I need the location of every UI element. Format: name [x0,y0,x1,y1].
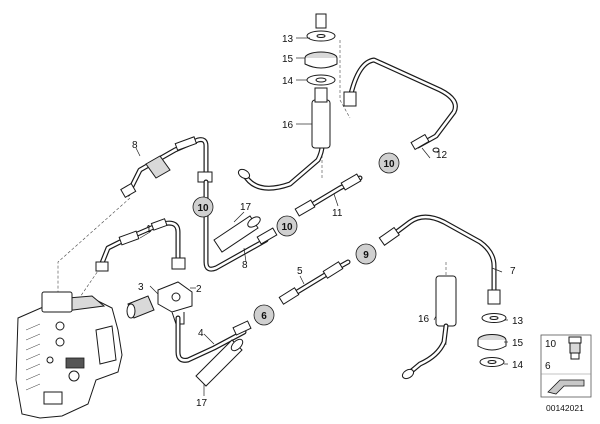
distributor-fitting-2 [157,281,193,325]
diagram-reference-number: 00142021 [546,403,584,413]
callout-5: 5 [297,266,303,277]
callout-13-upper: 13 [282,34,294,45]
svg-text:10: 10 [281,222,293,233]
brake-line-11 [294,173,363,217]
callout-7: 7 [510,266,516,277]
abs-hydraulic-unit [15,291,123,419]
svg-text:9: 9 [363,250,369,261]
svg-text:10: 10 [383,159,395,170]
callout-13-lower: 13 [512,316,524,327]
circled-callout-9: 9 [355,243,377,265]
legend-box: 10 6 [540,334,592,398]
brake-line-7 [378,214,501,305]
callout-1: 1 [146,224,152,235]
circled-callout-6: 6 [253,304,275,326]
hose-17-lower [195,338,244,387]
hose-17-upper [213,215,261,253]
callout-8-lower: 8 [242,260,248,271]
brake-line-4 [175,315,252,363]
callout-12: 12 [436,150,448,161]
union-fitting-icon [568,336,582,360]
callout-16-upper: 16 [282,120,294,131]
callout-4: 4 [198,328,204,339]
callout-8-upper: 8 [132,140,138,151]
circled-callout-10-c: 10 [378,152,400,174]
hose-16-upper [237,87,331,191]
mount-stack-upper [304,13,338,86]
valve-3 [126,295,155,319]
brake-line-1 [95,218,186,272]
circled-callout-10-b: 10 [276,215,298,237]
callout-14-lower: 14 [512,360,524,371]
callouts: 1 2 3 4 5 6 7 8 8 11 12 13 14 15 16 13 1… [132,34,554,409]
hose-16-lower [401,275,457,380]
callout-14-upper: 14 [282,76,294,87]
svg-text:6: 6 [261,311,267,322]
callout-15-upper: 15 [282,54,294,65]
callout-16-lower: 16 [418,314,430,325]
callout-2: 2 [196,284,202,295]
brake-line-5 [278,259,351,305]
svg-text:10: 10 [197,203,209,214]
brake-line-9 [203,179,278,272]
legend-item-10-label: 10 [545,339,557,350]
reference-lines [57,40,447,345]
callout-17-upper: 17 [240,202,252,213]
callout-17-lower: 17 [196,398,208,409]
callout-11: 11 [332,208,343,219]
circled-callouts: 10 10 10 9 6 [192,152,400,326]
brake-line-12 [343,57,458,153]
callout-15-lower: 15 [512,338,524,349]
clip-icon [547,379,585,395]
leader-lines [135,37,508,396]
callout-3: 3 [138,282,144,293]
brake-line-8-upper [120,136,213,199]
legend-item-6-label: 6 [545,361,551,372]
circled-callout-10-a: 10 [192,196,214,218]
mount-stack-lower [477,313,507,367]
